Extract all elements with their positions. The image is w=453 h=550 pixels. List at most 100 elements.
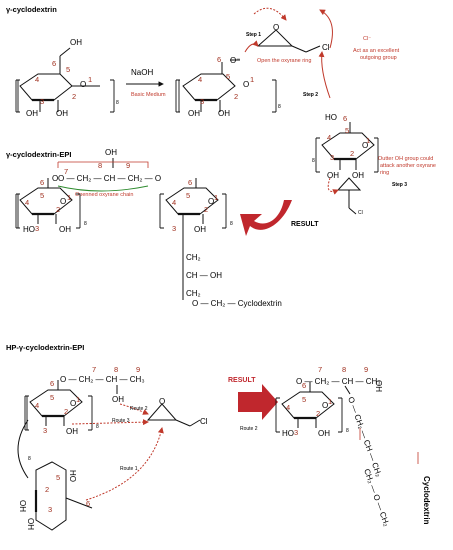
c7-label: 7 [318,365,322,374]
c2-label: 2 [45,485,49,494]
ring-oxygen-label: O [60,197,66,206]
result-arrow-1 [240,200,292,236]
opened-ring-brace [57,185,149,192]
c2-label: 2 [56,205,60,214]
subscript-8: 8 [278,104,281,110]
oh-label: OH [374,380,383,392]
leaving-group-note-2: outgoing group [360,55,397,61]
oh-label: OH [318,429,330,438]
oh-label: OH [188,109,200,118]
c6-label: 6 [343,114,347,123]
chloride-leaving-arrow [319,9,333,49]
c2-label: 2 [204,205,208,214]
c4-label: 4 [35,75,39,84]
c3-label: 3 [172,224,176,233]
glucose-unit-3 [315,122,379,173]
opened-chain-note: Openned oxyrane chain [75,192,133,198]
c4-label: 4 [286,403,290,412]
oh-label: OH [352,171,364,180]
oh-label: OH [66,427,78,436]
glucose-unit-5 [159,178,227,300]
ho-label: HO [325,113,337,122]
leaving-group-note: Act as an excellent [353,48,400,54]
subscript-8: 8 [346,428,349,434]
oh-label: OH [18,500,27,512]
c6-label: 6 [52,59,56,68]
step3-attack-arrow [327,177,339,195]
c8-label: 8 [114,365,118,374]
route2-label: Route 2 [240,426,258,432]
route1-arrow [85,427,164,501]
glucose-unit-8 [275,382,351,433]
subscript-8: 8 [96,424,99,430]
c2-label: 2 [64,407,68,416]
c9-label: 9 [126,161,130,170]
c5-label: 5 [66,65,70,74]
c6-label: 6 [217,55,221,64]
c4-label: 4 [198,75,202,84]
ring-oxygen-label: O [80,80,86,89]
ho-label: HO [68,470,77,482]
c7-label: 7 [92,365,96,374]
result-label-2: RESULT [228,377,256,384]
open-ring-note: Open the oxyrane ring [257,58,311,64]
oh-label: OH [26,518,35,530]
c6-label: 6 [50,379,54,388]
c5-label: 5 [186,191,190,200]
glucose-unit-1 [15,47,115,113]
step2-arrow [318,51,331,99]
route2-arrow [119,403,149,415]
epoxide-oxygen-label: O [273,23,279,32]
c6-label: 6 [302,381,306,390]
c9-label: 9 [136,365,140,374]
ether-oxygen-label: O [52,174,58,183]
route3-label: Route 3 [112,418,130,424]
section-title-gcd-epi: γ-cyclodextrin-EPI [6,150,71,159]
epi-linker-chain: O — CH₂ — CH — CH₂ — O [58,174,161,183]
ring-oxygen-label: O [208,197,214,206]
c3-label: 3 [200,97,204,106]
c5-label: 5 [302,395,306,404]
c4-label: 4 [25,198,29,207]
rotated-chain: O — CH₂ — CH — CH₂ [346,396,383,478]
oh-label: OH [327,171,339,180]
chloride-ion-label: Cl⁻ [363,36,371,42]
ch2-label: CH₂ [186,253,201,262]
c1-label: 1 [67,193,71,202]
epichlorohydrin-center [146,403,201,427]
ch-oh-label: CH — OH [186,271,222,280]
c3-label: 3 [294,428,298,437]
chlorine-label: Cl [322,43,330,52]
c5-label: 5 [40,191,44,200]
c4-label: 4 [172,198,176,207]
ho-label: HO [23,225,35,234]
ring-oxygen-label: O [243,80,249,89]
c4-label: 4 [35,401,39,410]
section-title-gcd: γ-cyclodextrin [6,5,57,14]
chain-link-curve [17,419,29,479]
epoxide-oxygen-label: O [159,397,165,406]
subscript-8: 8 [84,221,87,227]
c1-label: 1 [250,75,254,84]
c8-label: 8 [342,365,346,374]
step2-label: Step 2 [303,92,318,98]
c5-label: 5 [50,393,54,402]
oh-label: OH [105,148,117,157]
c1-label: 1 [366,136,370,145]
glucose-unit-4 [15,178,81,229]
cyclodextrin-terminal-label: Cyclodextrin [422,476,431,525]
outer-oh-note: Outter OH group could [378,156,433,162]
basic-medium-note: Basic Medium [131,92,166,98]
hp-side-chain: O — CH₂ — CH — CH₃ [60,375,145,384]
c4-label: 4 [327,133,331,142]
c8-label: 8 [98,161,102,170]
step1-label: Step 1 [246,32,261,38]
subscript-8: 8 [312,158,315,164]
c3-label: 3 [40,97,44,106]
chlorine-label: Cl [358,210,363,216]
subscript-8: 8 [28,456,31,462]
step1-attack-arrow [244,40,259,53]
glucose-unit-2 [175,59,277,113]
